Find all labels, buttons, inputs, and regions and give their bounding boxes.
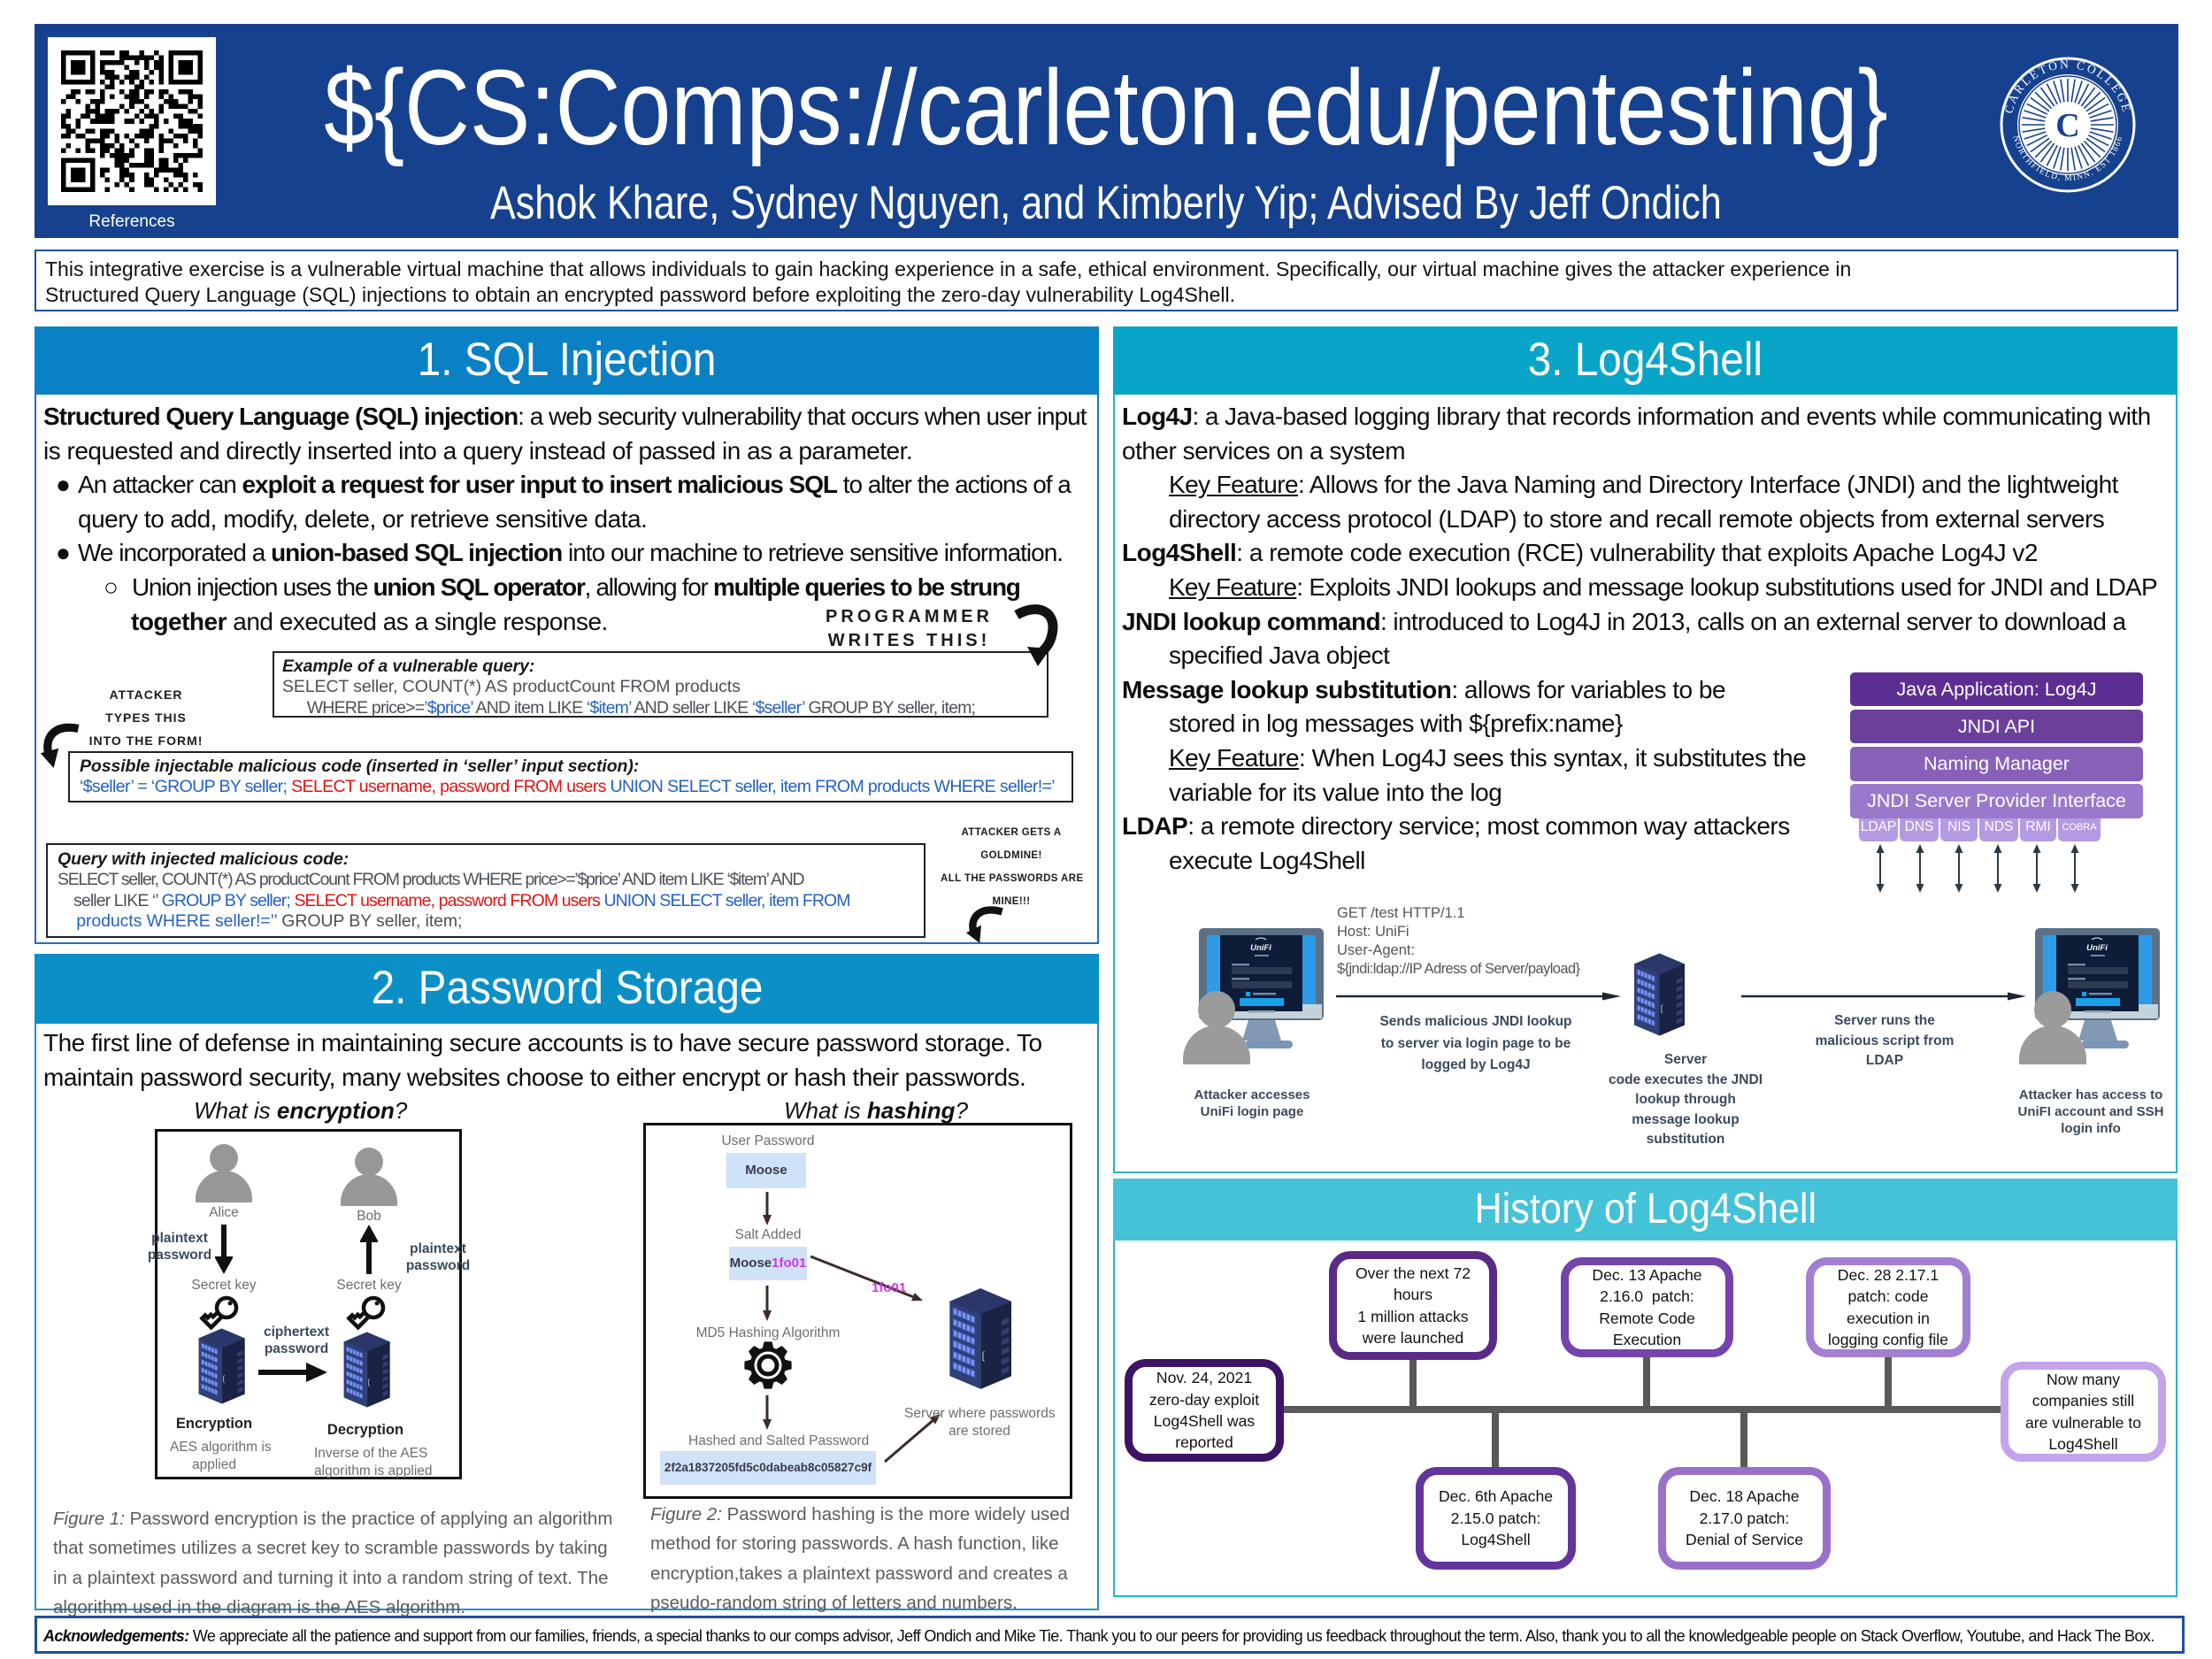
svg-text:C: C <box>2055 107 2079 144</box>
svg-text:❲: ❲ <box>1658 1004 1665 1014</box>
svg-text:UniFi: UniFi <box>2086 943 2108 953</box>
svg-text:UniFi: UniFi <box>1250 943 1271 953</box>
svg-text:❲: ❲ <box>220 1374 227 1384</box>
svg-text:❲: ❲ <box>365 1378 372 1387</box>
svg-text:❲: ❲ <box>979 1349 987 1362</box>
